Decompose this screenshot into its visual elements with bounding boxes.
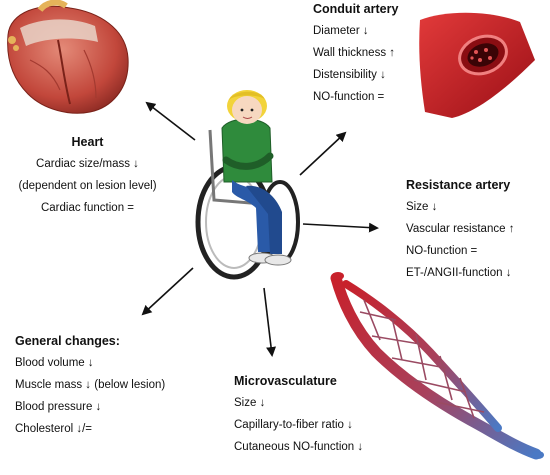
general-changes-section: General changes: Blood volume ↓ Muscle m… — [15, 334, 165, 445]
heart-line: Cardiac size/mass ↓ — [36, 158, 139, 170]
resistance-artery-line: Size ↓ — [406, 201, 438, 213]
conduit-artery-section: Conduit artery Diameter ↓ Wall thickness… — [313, 2, 398, 113]
microvasculature-title: Microvasculature — [234, 374, 337, 388]
general-changes-line: Blood pressure ↓ — [15, 401, 102, 413]
resistance-artery-section: Resistance artery Size ↓ Vascular resist… — [406, 178, 514, 289]
arrow-to-microvasculature — [263, 287, 277, 357]
resistance-artery-line: Vascular resistance ↑ — [406, 223, 515, 235]
conduit-artery-illustration — [419, 12, 535, 118]
conduit-artery-line: Wall thickness ↑ — [313, 47, 396, 59]
conduit-artery-title: Conduit artery — [313, 2, 399, 16]
resistance-artery-line: ET-/ANGII-function ↓ — [406, 267, 512, 279]
general-changes-line: Cholesterol ↓/= — [15, 423, 93, 435]
general-changes-title: General changes: — [15, 334, 120, 348]
arrow-to-resistance-artery — [302, 222, 379, 233]
arrow-to-heart — [145, 101, 196, 141]
microvasculature-illustration — [330, 272, 544, 460]
resistance-artery-title: Resistance artery — [406, 178, 511, 192]
microvasculature-line: Cutaneous NO-function ↓ — [234, 441, 364, 453]
heart-illustration — [7, 0, 129, 114]
conduit-artery-line: Diameter ↓ — [313, 25, 369, 37]
general-changes-line: Muscle mass ↓ (below lesion) — [15, 379, 166, 391]
conduit-artery-line: Distensibility ↓ — [313, 69, 386, 81]
arrow-to-conduit-artery — [299, 131, 347, 176]
heart-title: Heart — [71, 135, 104, 149]
resistance-artery-line: NO-function = — [406, 245, 478, 257]
conduit-artery-line: NO-function = — [313, 91, 385, 103]
heart-line: (dependent on lesion level) — [18, 180, 157, 192]
general-changes-line: Blood volume ↓ — [15, 357, 94, 369]
wheelchair-user-illustration — [195, 90, 300, 280]
heart-section: Heart Cardiac size/mass ↓ (dependent on … — [0, 135, 175, 224]
microvasculature-line: Size ↓ — [234, 397, 266, 409]
heart-line: Cardiac function = — [40, 202, 134, 214]
microvasculature-line: Capillary-to-fiber ratio ↓ — [234, 419, 353, 431]
microvasculature-section: Microvasculature Size ↓ Capillary-to-fib… — [234, 374, 363, 463]
arrow-to-general-changes — [141, 267, 194, 316]
